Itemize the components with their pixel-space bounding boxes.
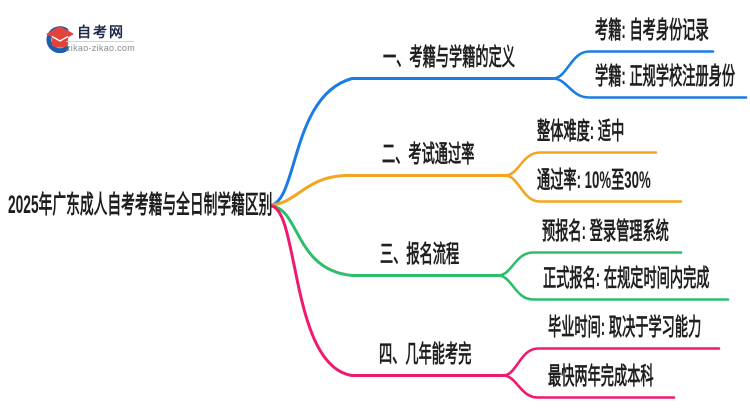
branch-4-label: 四、几年能考完 bbox=[379, 341, 472, 368]
branch-2-child-1-underline-line bbox=[503, 151, 658, 177]
site-logo[interactable]: 自考网 zikao-zikao.com bbox=[36, 16, 186, 60]
branch-1-child-1: 考籍: 自考身份记录 bbox=[595, 17, 709, 44]
branch-1-trunk-line bbox=[270, 77, 555, 207]
branch-2-trunk-line bbox=[270, 174, 507, 207]
logo-site-url: zikao-zikao.com bbox=[66, 43, 136, 53]
branch-2-child-2-underline-line bbox=[503, 174, 683, 203]
branch-4-child-2-underline-line bbox=[501, 374, 676, 399]
branch-3-child-1: 预报名: 登录管理系统 bbox=[542, 218, 669, 245]
graduation-cap-icon bbox=[46, 26, 74, 54]
branch-2-child-1: 整体难度: 适中 bbox=[537, 118, 625, 145]
branch-3-child-1-underline-line bbox=[496, 251, 683, 277]
branch-2-label: 二、考试通过率 bbox=[382, 141, 475, 168]
branch-1-child-2: 学籍: 正规学校注册身份 bbox=[595, 63, 736, 90]
mindmap-central-topic: 2025年广东成人自考考籍与全日制学籍区别 bbox=[8, 191, 273, 219]
branch-3-trunk-line bbox=[270, 204, 500, 277]
branch-1-child-2-underline-line bbox=[551, 77, 748, 99]
branch-1-child-1-underline-line bbox=[551, 50, 715, 80]
branch-1-label: 一、考籍与学籍的定义 bbox=[383, 44, 515, 71]
branch-4-child-1: 毕业时间: 取决于学习能力 bbox=[548, 314, 702, 341]
logo-site-name: 自考网 bbox=[77, 24, 125, 40]
logo-divider bbox=[66, 41, 134, 42]
branch-2-child-2: 通过率: 10%至30% bbox=[537, 167, 651, 194]
branch-4-child-1-underline-line bbox=[501, 347, 721, 377]
branch-3-label: 三、报名流程 bbox=[380, 241, 460, 268]
branch-3-child-2-underline-line bbox=[496, 274, 730, 301]
branch-4-child-2: 最快两年完成本科 bbox=[548, 363, 654, 390]
branch-3-child-2: 正式报名: 在规定时间内完成 bbox=[543, 265, 710, 292]
branch-4-trunk-line bbox=[270, 204, 505, 377]
